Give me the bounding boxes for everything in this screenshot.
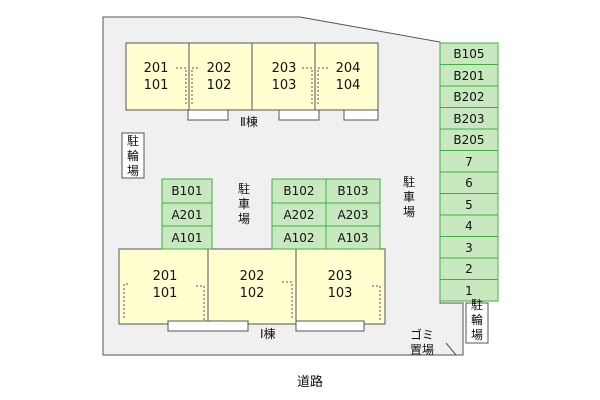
slot-A103: A103 [337,231,369,245]
right-slot-label: 2 [465,262,473,276]
building-II [125,42,379,121]
slot-A101: A101 [171,231,203,245]
bicycle-parking-left-label: 駐輪場 [126,134,139,178]
right-slot-label: B202 [453,90,485,104]
right-slot-label: B201 [453,68,485,83]
right-slot-label: 3 [465,240,473,255]
building-I-label: Ⅰ棟 [260,327,276,341]
slot-B102: B102 [283,184,315,198]
slot-A203: A203 [337,208,369,222]
right-slot-box [439,279,499,302]
bicycle-parking-right-label: 駐輪場 [470,298,483,342]
parking-right-column [439,42,499,302]
parking-mid-block [271,178,381,250]
right-slot-label: 5 [465,197,473,212]
parking-center-label: 駐車場 [237,182,250,226]
right-slot-label: 6 [465,176,473,190]
bicycle-parking-left-box [121,132,145,179]
slot-A202: A202 [283,208,315,222]
slot-B101: B101 [171,184,203,198]
right-slot-label: 4 [465,219,473,233]
right-slot-label: 7 [465,154,473,169]
building-I [118,248,386,332]
parking-left-block [161,178,213,250]
garbage-area-label: ゴミ置場 [410,328,435,357]
garbage-area-marker [445,342,457,356]
right-slot-label: B203 [453,111,485,126]
building-II-label: Ⅱ棟 [240,115,258,129]
right-slot-label: 1 [465,283,473,298]
right-slot-label: B205 [453,133,485,147]
bicycle-parking-right-box [465,302,489,344]
parking-right-label: 駐車場 [402,175,415,219]
slot-A102: A102 [283,231,315,245]
road-label: 道路 [297,375,324,390]
slot-A201: A201 [171,208,203,222]
slot-B103: B103 [337,184,369,198]
right-slot-label: B105 [453,47,485,61]
